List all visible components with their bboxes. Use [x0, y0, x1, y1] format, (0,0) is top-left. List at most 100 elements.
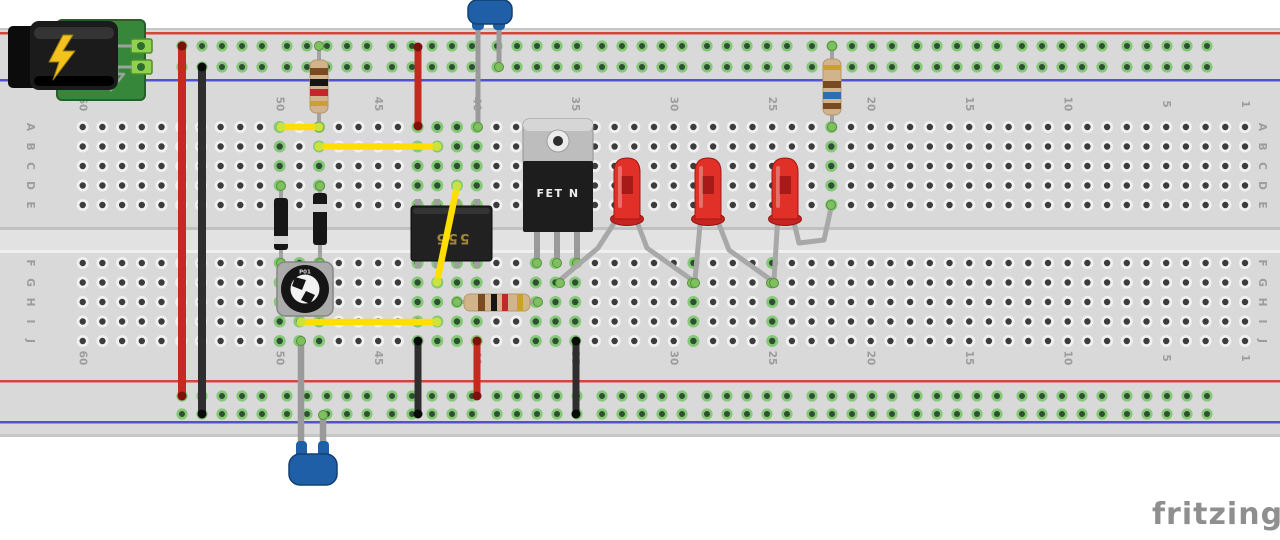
breadboard-hole-center — [158, 143, 165, 150]
breadboard-hole-center — [994, 411, 1000, 417]
breadboard-hole-center — [375, 201, 382, 209]
breadboard-hole-center — [493, 123, 500, 131]
wire-red-col43[interactable] — [413, 42, 423, 131]
breadboard-hole-center — [749, 182, 756, 189]
breadboard-hole-center — [784, 43, 790, 49]
ic-555-timer-part — [434, 258, 440, 268]
breadboard-hole-center — [591, 318, 599, 325]
breadboard-hole-center — [434, 123, 441, 131]
led-1-lead[interactable] — [557, 211, 623, 283]
breadboard-hole-center — [1123, 279, 1131, 286]
breadboard-hole-center — [453, 143, 461, 150]
connection-dot — [494, 62, 504, 72]
diode-d2[interactable] — [313, 181, 327, 268]
breadboard-hole-center — [158, 279, 165, 286]
breadboard-hole-center — [409, 64, 415, 70]
led-2-lead[interactable] — [712, 211, 774, 283]
breadboard-hole-center — [769, 123, 776, 131]
breadboard-hole-center — [355, 298, 362, 306]
led-1-lead[interactable] — [631, 211, 695, 283]
breadboard-hole-center — [1182, 162, 1190, 170]
breadboard-hole-center — [409, 393, 415, 399]
breadboard-hole-center — [1241, 182, 1249, 189]
resistor-r3[interactable] — [452, 293, 543, 312]
breadboard-hole-center — [788, 143, 796, 150]
wire-yellow-row-b[interactable] — [314, 142, 442, 151]
transistor-fet-n-part — [553, 136, 563, 146]
ic-555-timer[interactable]: 555 — [410, 199, 493, 268]
red-rail-line — [0, 32, 1280, 35]
breadboard-hole-center — [599, 64, 605, 70]
led-3-lead[interactable] — [789, 205, 834, 246]
breadboard-hole-center — [889, 43, 895, 49]
breadboard-hole-center — [926, 337, 933, 345]
breadboard-hole-center — [828, 143, 835, 150]
wire-yellow-row-a[interactable] — [276, 122, 324, 132]
capacitor-c1-top[interactable] — [467, 0, 513, 132]
wire-yellow-row-i[interactable] — [296, 317, 442, 327]
dc-jack-barrel-part — [34, 27, 114, 39]
breadboard-hole-center — [79, 201, 86, 209]
breadboard-hole-center — [1084, 182, 1091, 189]
breadboard-hole-center — [808, 143, 815, 150]
breadboard-hole-center — [276, 162, 283, 170]
breadboard-hole-center — [729, 143, 736, 150]
connection-dot — [315, 181, 325, 191]
dc-jack-barrel-trace — [48, 34, 76, 81]
trimmer-potentiometer-label: P01 — [299, 270, 311, 276]
wire-yellow-diagonal[interactable] — [432, 181, 462, 287]
breadboard-hole-center — [1163, 143, 1170, 150]
breadboard-hole-center — [239, 393, 245, 399]
breadboard-hole-center — [611, 259, 618, 267]
breadboard-hole-center — [887, 337, 894, 345]
led-2[interactable] — [690, 157, 776, 288]
led-1[interactable] — [555, 157, 697, 288]
transistor-fet-n[interactable]: FET N — [522, 118, 594, 268]
breadboard-hole-center — [512, 143, 520, 150]
breadboard-hole-center — [179, 411, 185, 417]
breadboard-hole-center — [1163, 318, 1170, 325]
connection-dot — [296, 317, 306, 327]
breadboard-hole-center — [704, 43, 710, 49]
breadboard-hole-center — [906, 143, 914, 150]
breadboard-hole-center — [1025, 182, 1032, 189]
wire-power-black[interactable] — [197, 62, 207, 419]
breadboard-hole-center — [259, 64, 265, 70]
breadboard-hole-center — [1103, 279, 1111, 286]
breadboard-hole-center — [650, 318, 658, 325]
breadboard-hole-center — [79, 337, 86, 345]
breadboard-hole-center — [650, 182, 658, 189]
breadboard-hole-center — [414, 298, 421, 306]
breadboard-hole-center — [1084, 259, 1091, 267]
breadboard-hole-center — [1064, 318, 1071, 325]
diode-d1-part — [274, 236, 288, 244]
resistor-r2[interactable] — [822, 41, 842, 132]
capacitor-c2-bottom[interactable] — [288, 336, 338, 486]
wire-black-j35[interactable] — [571, 336, 581, 419]
breadboard-hole-center — [1005, 337, 1012, 345]
wire-black-j43[interactable] — [413, 336, 423, 419]
trimmer-potentiometer[interactable]: P01 — [276, 261, 334, 317]
led-3[interactable] — [768, 157, 836, 288]
breadboard-hole-center — [650, 201, 658, 209]
breadboard-hole-center — [1184, 64, 1190, 70]
breadboard-hole-center — [670, 298, 677, 306]
breadboard-hole-center — [1241, 123, 1249, 131]
breadboard-hole-center — [906, 318, 914, 325]
wire-power-red[interactable] — [177, 41, 187, 401]
dc-jack-barrel[interactable] — [8, 21, 118, 90]
breadboard-hole-center — [946, 259, 953, 267]
row-label: G — [24, 278, 36, 287]
breadboard-hole-center — [744, 411, 750, 417]
column-label: 20 — [865, 351, 877, 366]
breadboard-hole-center — [375, 123, 382, 131]
breadboard-hole-center — [429, 43, 435, 49]
breadboard-hole-center — [256, 162, 264, 170]
wire-red-j40[interactable] — [472, 336, 482, 401]
wire-yellow-diagonal-lead[interactable] — [433, 182, 461, 286]
breadboard-hole-center — [344, 393, 350, 399]
connection-dot — [197, 409, 207, 419]
breadboard-hole-center — [1143, 337, 1150, 345]
diode-d1[interactable] — [274, 181, 288, 268]
breadboard-hole-center — [906, 259, 914, 267]
